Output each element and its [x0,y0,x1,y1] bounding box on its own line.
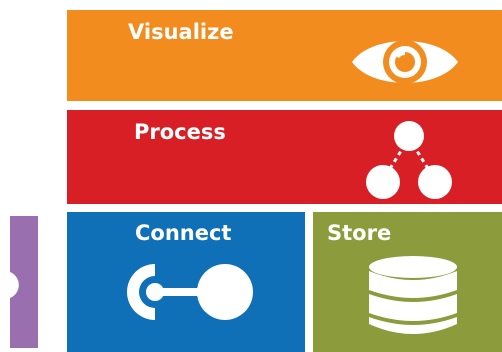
network-nodes-icon [363,116,455,202]
process-tile[interactable]: Process [67,110,502,204]
visualize-label: Visualize [128,20,234,44]
store-tile[interactable]: Store [313,212,502,352]
partial-icon [10,272,19,298]
connect-tile[interactable]: Connect [67,212,305,352]
database-icon [367,254,459,336]
connect-label: Connect [135,221,232,245]
store-label: Store [327,221,392,245]
visualize-tile[interactable]: Visualize [67,10,502,101]
side-tile [10,216,38,348]
eye-icon [350,32,460,92]
connector-icon [121,260,261,324]
process-label: Process [134,120,226,144]
